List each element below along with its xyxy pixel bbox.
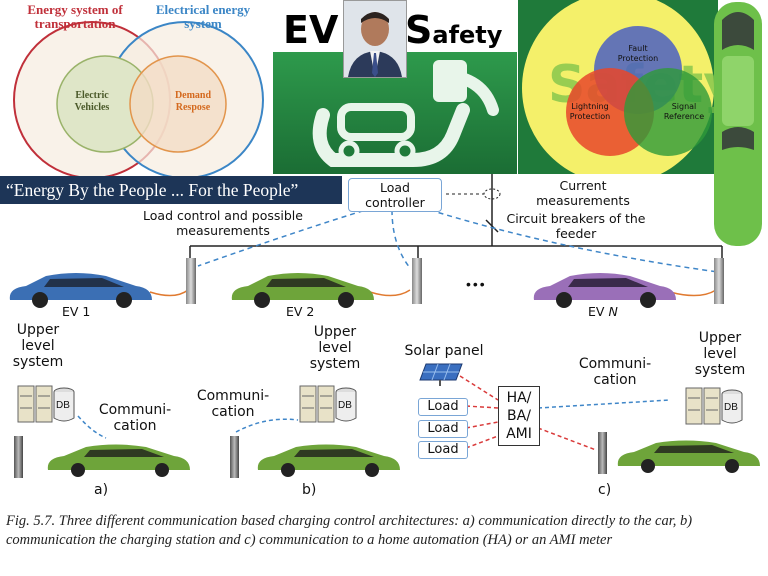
banner-ev-text: EV <box>283 8 339 52</box>
banner-safety-rest: afety <box>432 21 503 49</box>
solar-panel-label: Solar panel <box>404 343 484 359</box>
venn-right-title: Electrical energy system <box>155 2 251 31</box>
label-a: a) <box>94 482 109 498</box>
upper-level-system-b: Upper level system <box>309 324 361 372</box>
venn-diagram: Energy system of transportation Electric… <box>0 0 272 179</box>
current-measurements-label: Current measurements <box>536 178 630 208</box>
car-ev2-icon <box>231 273 374 308</box>
charging-post-2 <box>412 258 422 304</box>
car-a-icon <box>47 444 190 477</box>
car-c-icon <box>617 440 760 473</box>
evn-label: EV N <box>588 304 618 319</box>
load-box-1: Load <box>418 398 468 416</box>
communication-a: Communi-cation <box>98 402 172 434</box>
ev2-label: EV 2 <box>286 304 315 319</box>
load-box-3: Load <box>418 441 468 459</box>
ha-ba-ami-label: HA/ BA/ AMI <box>506 390 532 442</box>
car-evn-icon <box>533 273 676 308</box>
server-icon-c <box>685 387 743 425</box>
figure-caption: Fig. 5.7. Three different communication … <box>6 513 693 548</box>
label-c: c) <box>598 482 612 498</box>
ev-plug-icon <box>312 60 499 167</box>
person-icon <box>348 12 402 77</box>
server-icon-a <box>17 385 75 423</box>
safety-venn-right-label: Signal Reference <box>663 102 705 121</box>
venn-inner-right-label: Demand Respose <box>174 90 212 113</box>
venn-circles <box>13 21 264 179</box>
ellipsis: ••• <box>466 276 487 292</box>
slogan-bar: “Energy By the People ... For the People… <box>0 176 342 204</box>
ev1-label: EV 1 <box>62 304 91 319</box>
charging-post-a <box>14 436 23 478</box>
load-box-2: Load <box>418 420 468 438</box>
safety-venn-left-label: Lightning Protection <box>569 102 611 121</box>
ha-ba-ami-box: HA/ BA/ AMI <box>498 386 540 446</box>
venn-inner-right <box>129 55 227 153</box>
evn-prefix: EV <box>588 304 609 319</box>
charging-post-1 <box>186 258 196 304</box>
solar-panel-icon <box>419 363 463 386</box>
communication-b: Communi-cation <box>196 388 270 420</box>
label-b: b) <box>302 482 317 498</box>
venn-left-title: Energy system of transportation <box>27 2 123 31</box>
load-control-note: Load control and possible measurements <box>143 208 303 238</box>
charging-post-n <box>714 258 724 304</box>
venn-inner-left-label: Electric Vehicles <box>74 90 110 113</box>
charging-post-b <box>230 436 239 478</box>
upper-level-system-a: Upper level system <box>12 322 64 370</box>
ev-safety-banner: EV Safety <box>273 0 517 174</box>
car-b-icon <box>257 444 400 477</box>
banner-safety-s: S <box>405 8 433 52</box>
banner-safety-text: Safety <box>405 8 502 52</box>
car-ev1-icon <box>9 273 152 308</box>
slogan-text: “Energy By the People ... For the People… <box>6 180 299 200</box>
top-view-car-icon <box>714 2 762 246</box>
server-icon-b <box>299 385 357 423</box>
safety-venn-top-label: Fault Protection <box>617 44 659 63</box>
charging-post-c <box>598 432 607 474</box>
communication-c: Communi-cation <box>578 356 652 388</box>
db-label-b: DB <box>338 400 352 411</box>
db-label-a: DB <box>56 400 70 411</box>
safety-venn-graphic: Safety <box>522 0 718 174</box>
safety-venn: Safety Fault Protection Lightning Protec… <box>518 0 718 174</box>
db-label-c: DB <box>724 402 738 413</box>
presenter-photo <box>343 0 407 78</box>
upper-level-system-c: Upper level system <box>694 330 746 378</box>
evn-suffix: N <box>608 304 618 319</box>
load-controller-box: Load controller <box>348 178 442 212</box>
circuit-breakers-label: Circuit breakers of the feeder <box>506 211 646 241</box>
load-controller-label: Load controller <box>365 180 425 210</box>
